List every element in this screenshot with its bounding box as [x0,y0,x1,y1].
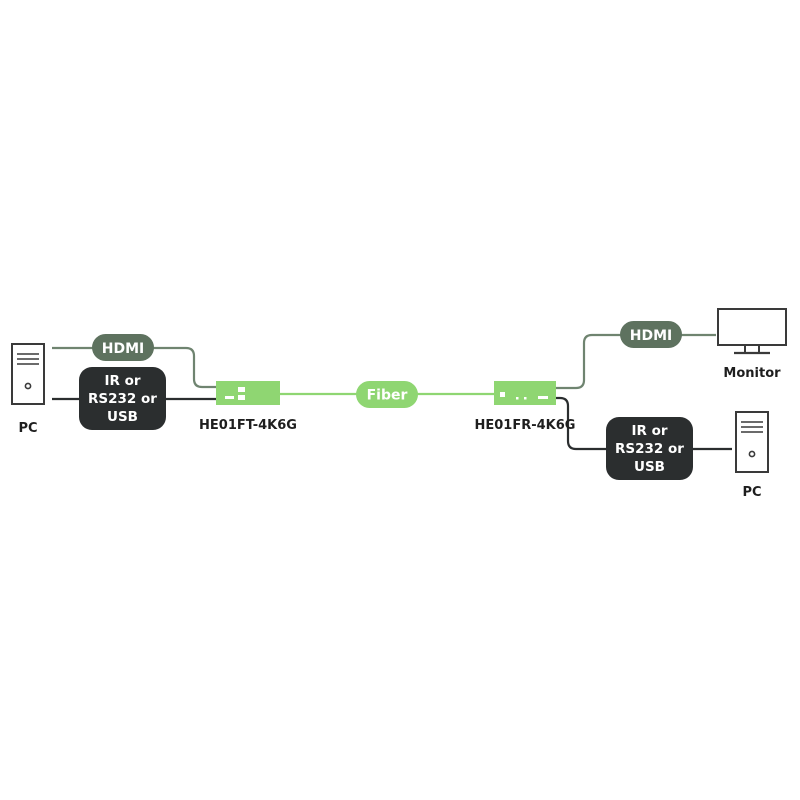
monitor-label: Monitor [723,366,781,381]
right-hdmi-cable [556,333,716,390]
right-control-line-2: RS232 or [615,441,684,457]
right-hdmi-pill: HDMI [620,321,682,348]
fiber-pill: Fiber [356,381,418,408]
right-pc-tower-icon [735,411,769,473]
left-control-line-1: IR or [104,373,140,389]
left-control-line-3: USB [107,409,138,425]
right-control-pill: IR or RS232 or USB [606,417,693,480]
left-pc-label: PC [18,421,37,436]
receiver-model-label: HE01FR-4K6G [475,418,576,433]
left-control-line-2: RS232 or [88,391,157,407]
left-hdmi-pill: HDMI [92,334,154,361]
receiver-device [494,381,556,405]
right-control-line-1: IR or [631,423,667,439]
right-control-line-3: USB [634,459,665,475]
transmitter-model-label: HE01FT-4K6G [199,418,297,433]
fiber-label: Fiber [367,388,408,404]
left-hdmi-label: HDMI [102,341,144,357]
left-hdmi-cable [52,346,216,389]
right-control-cable [556,396,732,451]
right-hdmi-label: HDMI [630,328,672,344]
monitor-icon [717,308,787,355]
left-control-pill: IR or RS232 or USB [79,367,166,430]
transmitter-device [216,381,280,405]
left-pc-tower-icon [11,343,45,405]
right-pc-label: PC [742,485,761,500]
